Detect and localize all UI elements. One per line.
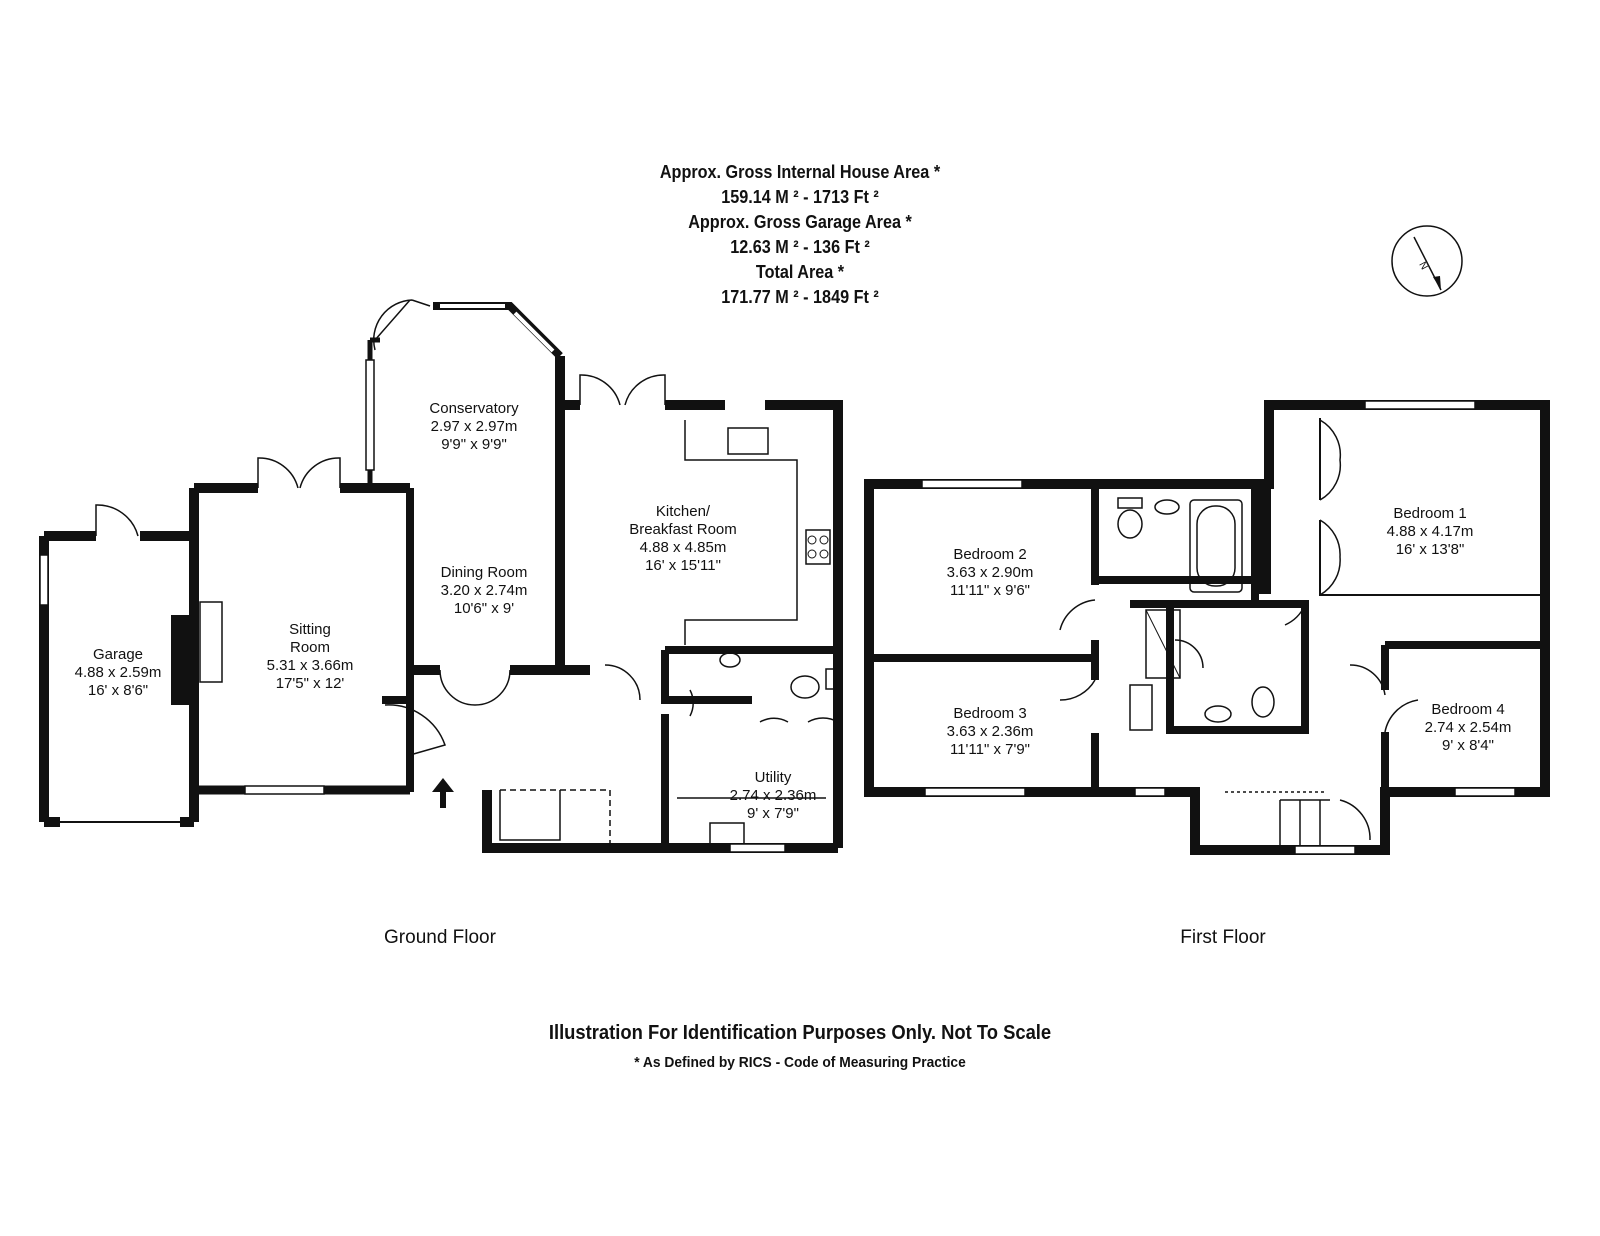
- bedroom-4-metric: 2.74 x 2.54m: [1425, 719, 1512, 736]
- bedroom-2-name: Bedroom 2: [953, 546, 1026, 563]
- north-arrow-icon: N: [1391, 225, 1463, 297]
- garage-area-label: Approx. Gross Garage Area *: [688, 212, 912, 232]
- dining-room-imperial: 10'6" x 9': [454, 600, 514, 617]
- bedroom-1-metric: 4.88 x 4.17m: [1387, 523, 1474, 540]
- conservatory-metric: 2.97 x 2.97m: [431, 418, 518, 435]
- total-area-value: 171.77 M ² - 1849 Ft ²: [721, 287, 879, 307]
- bedroom-1-name: Bedroom 1: [1393, 505, 1466, 522]
- kitchen-imperial: 16' x 15'11": [645, 557, 721, 574]
- sitting-room-name: Sitting: [289, 621, 331, 638]
- total-area-label: Total Area *: [755, 262, 845, 282]
- utility-name: Utility: [755, 769, 792, 786]
- north-letter: N: [1416, 260, 1429, 272]
- sitting-room-name-2: Room: [290, 639, 330, 656]
- sitting-room-imperial: 17'5" x 12': [276, 675, 345, 692]
- rics-note: * As Defined by RICS - Code of Measuring…: [634, 1054, 966, 1071]
- dining-room-metric: 3.20 x 2.74m: [441, 582, 528, 599]
- garage-area-value: 12.63 M ² - 136 Ft ²: [730, 237, 870, 257]
- ground-floor-plan: [39, 299, 843, 853]
- first-floor-label: First Floor: [1180, 927, 1266, 948]
- garage-imperial: 16' x 8'6": [88, 682, 148, 699]
- garage-metric: 4.88 x 2.59m: [75, 664, 162, 681]
- utility-imperial: 9' x 7'9": [747, 805, 799, 822]
- ground-floor-room-labels: Garage 4.88 x 2.59m 16' x 8'6" Sitting R…: [75, 400, 817, 948]
- conservatory-name: Conservatory: [429, 400, 519, 417]
- kitchen-metric: 4.88 x 4.85m: [640, 539, 727, 556]
- conservatory-imperial: 9'9" x 9'9": [441, 436, 507, 453]
- ground-floor-label: Ground Floor: [384, 927, 497, 948]
- disclaimer-text: Illustration For Identification Purposes…: [548, 1022, 1052, 1044]
- bedroom-3-metric: 3.63 x 2.36m: [947, 723, 1034, 740]
- bedroom-1-imperial: 16' x 13'8": [1396, 541, 1465, 558]
- sitting-room-metric: 5.31 x 3.66m: [267, 657, 354, 674]
- first-floor-room-labels: Bedroom 1 4.88 x 4.17m 16' x 13'8" Bedro…: [947, 505, 1512, 948]
- kitchen-name-2: Breakfast Room: [629, 521, 737, 538]
- bedroom-4-imperial: 9' x 8'4": [1442, 737, 1494, 754]
- house-area-label: Approx. Gross Internal House Area *: [659, 162, 941, 182]
- bedroom-4-name: Bedroom 4: [1431, 701, 1504, 718]
- dining-room-name: Dining Room: [441, 564, 528, 581]
- area-summary: Approx. Gross Internal House Area * 159.…: [80, 160, 1520, 310]
- first-floor-plan: [864, 400, 1550, 855]
- bedroom-3-name: Bedroom 3: [953, 705, 1026, 722]
- house-area-value: 159.14 M ² - 1713 Ft ²: [721, 187, 879, 207]
- utility-metric: 2.74 x 2.36m: [730, 787, 817, 804]
- bedroom-2-metric: 3.63 x 2.90m: [947, 564, 1034, 581]
- garage-name: Garage: [93, 646, 143, 663]
- bedroom-2-imperial: 11'11" x 9'6": [950, 582, 1030, 599]
- bedroom-3-imperial: 11'11" x 7'9": [950, 741, 1030, 758]
- kitchen-name: Kitchen/: [656, 503, 711, 520]
